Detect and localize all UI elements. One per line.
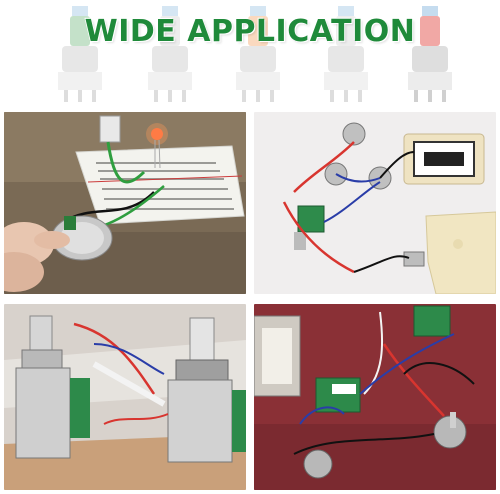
photo-breadboard-led-test	[4, 112, 246, 294]
potentiometer-icon	[324, 6, 368, 102]
photo-push-pull-pots	[4, 304, 246, 490]
header-banner: WIDE APPLICATION	[0, 0, 500, 108]
potentiometer-icon	[236, 6, 280, 102]
page-title: WIDE APPLICATION	[84, 14, 416, 49]
potentiometer-icon	[58, 6, 102, 102]
photo-guitar-wiring-harness	[254, 112, 496, 294]
photo-switch-wiring-board	[254, 304, 496, 490]
potentiometer-icon	[408, 6, 452, 102]
potentiometer-icon	[148, 6, 192, 102]
